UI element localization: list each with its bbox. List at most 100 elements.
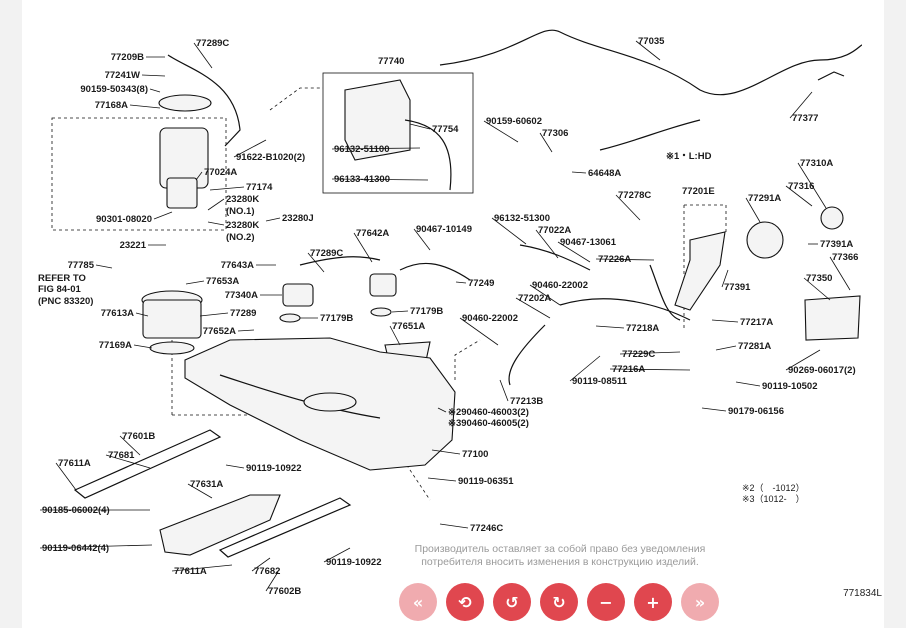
part-label: 77366 [832, 252, 858, 263]
left-gutter [0, 0, 22, 628]
leader-line [307, 252, 325, 273]
part-label: 77611A [174, 566, 207, 577]
zoom-in-button[interactable]: + [634, 583, 672, 621]
part-label: 90467-13061 [560, 237, 617, 248]
part-label: 77289 [230, 308, 256, 319]
disclaimer: Производитель оставляет за собой право б… [330, 543, 790, 569]
leader-line [133, 344, 153, 349]
leader-line [569, 355, 601, 382]
part-label: FIG 84-01 [38, 284, 81, 295]
rotate-right-button[interactable]: ↻ [540, 583, 578, 621]
fast-forward-button[interactable]: » [681, 583, 719, 621]
leader-line [557, 241, 591, 263]
leader-line [95, 264, 113, 269]
part-label: 90269-06017(2) [788, 365, 856, 376]
leader-line [619, 351, 681, 355]
part-label: 77202A [518, 293, 551, 304]
part-label: 90179-06156 [728, 406, 784, 417]
part-labels: 77209B77289C77241W90159-50343(8)77168A77… [38, 36, 858, 597]
leader-line [153, 211, 173, 220]
part-label: 77281A [738, 341, 771, 352]
part-label: 77035 [638, 36, 665, 47]
leader-line [171, 564, 233, 572]
leader-line [789, 91, 813, 119]
leader-line [265, 217, 281, 222]
viewer-toolbar: « ⟲ ↺ ↻ − + » [399, 583, 719, 621]
leader-line [515, 297, 551, 319]
part-label: 90460-22002 [532, 280, 588, 291]
part-label: 90119-06351 [458, 476, 514, 487]
part-label: 77229C [622, 349, 655, 360]
leader-line [105, 454, 151, 469]
zoom-out-button[interactable]: − [587, 583, 625, 621]
part-label: 77310A [800, 158, 833, 169]
leader-line [785, 349, 821, 371]
leader-line [413, 228, 431, 251]
part-label: 77785 [68, 260, 95, 271]
rotate-left-button[interactable]: ↺ [493, 583, 531, 621]
part-label: 77174 [246, 182, 273, 193]
leader-line [353, 232, 373, 263]
part-label: 90159-50343(8) [80, 84, 148, 95]
part-label: 77754 [432, 124, 459, 135]
leader-line [785, 185, 813, 207]
rewind-icon: « [412, 592, 424, 612]
leader-line [797, 162, 827, 209]
disclaimer-line: потребителя вносить изменения в конструк… [421, 556, 699, 568]
part-label: 90119-10922 [326, 557, 381, 568]
leader-line [529, 284, 561, 306]
part-label: 77651A [392, 321, 425, 332]
leader-line [55, 462, 77, 491]
part-label: 77681 [108, 450, 135, 461]
leader-line [331, 178, 429, 181]
part-label: (PNC 83320) [38, 296, 93, 307]
leader-line [595, 258, 655, 261]
part-label: 77246C [470, 523, 503, 534]
part-label: 90119-10922 [246, 463, 301, 474]
part-label: 77218A [626, 323, 659, 334]
leader-line [437, 407, 447, 413]
part-label: 23280K [226, 194, 259, 205]
part-label: 90467-10149 [416, 224, 472, 235]
part-label: 64648A [588, 168, 621, 179]
part-label: 77169A [99, 340, 132, 351]
part-label: 23280J [282, 213, 314, 224]
rewind-button[interactable]: « [399, 583, 437, 621]
leader-line [455, 281, 467, 284]
part-label: 77179B [410, 306, 443, 317]
part-label: 77289C [310, 248, 343, 259]
part-label: 77350 [806, 273, 832, 284]
leader-line [391, 310, 409, 313]
part-label: 77168A [95, 100, 128, 111]
part-label: 77631A [190, 479, 223, 490]
part-label: 77209B [111, 52, 144, 63]
part-label: 90185-06002(4) [42, 505, 110, 516]
part-label: 77602B [268, 586, 301, 597]
refresh-button[interactable]: ⟲ [446, 583, 484, 621]
leader-line [431, 449, 461, 455]
leader-line [427, 477, 457, 482]
leader-line [233, 139, 267, 158]
part-label: 96132-51300 [494, 213, 550, 224]
leader-line [209, 186, 245, 191]
leader-line [483, 120, 519, 143]
part-label: 77217A [740, 317, 773, 328]
part-label: 77740 [378, 56, 404, 67]
part-label: 90119-06442(4) [42, 543, 109, 554]
leader-line [409, 123, 431, 130]
leader-line [39, 544, 153, 549]
part-label: 77289C [196, 38, 229, 49]
part-label: 90119-08511 [572, 376, 628, 387]
leader-line [439, 523, 469, 529]
part-label: 77316 [788, 181, 814, 192]
part-label: (NO.1) [226, 206, 255, 217]
part-label: 77613A [101, 308, 134, 319]
fast-forward-icon: » [694, 592, 706, 612]
leader-line [571, 171, 587, 174]
leader-line [745, 197, 761, 223]
leader-line [499, 379, 509, 402]
zoom-in-icon: + [646, 592, 660, 612]
part-label: ※3（1012- ） [742, 494, 805, 504]
